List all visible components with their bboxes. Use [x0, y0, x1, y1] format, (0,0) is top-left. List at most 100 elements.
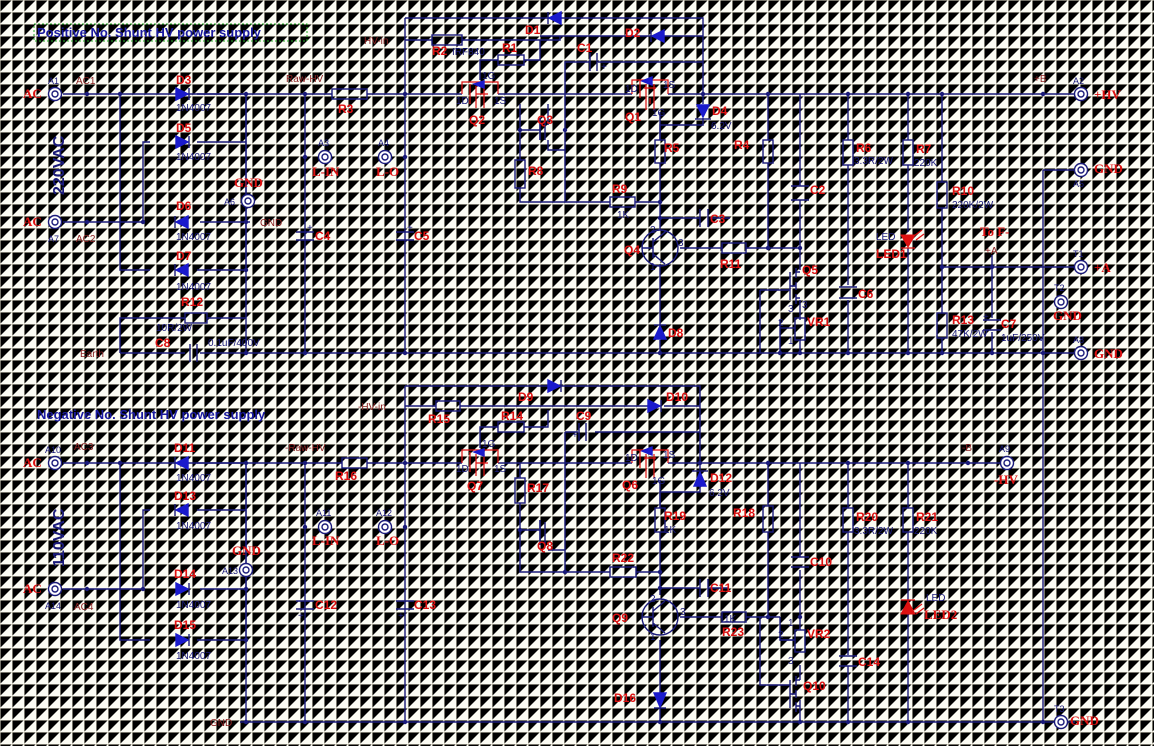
value-c8: 0.1uF/400V: [208, 338, 260, 349]
plus-a-label: +A: [1094, 260, 1111, 275]
l-o-label: L-O: [376, 164, 399, 179]
gnd-a8-label: GND: [1094, 346, 1123, 361]
r17-resistor: [514, 477, 526, 504]
r2-resistor: [431, 34, 463, 46]
svg-text:2: 2: [778, 630, 784, 641]
label-r22: R22: [612, 551, 634, 565]
positive-junctions: [84, 91, 1046, 356]
svg-text:+: +: [407, 223, 413, 234]
q4-transistor: 231: [641, 225, 684, 273]
label-q1: Q1: [625, 110, 641, 124]
value-r7: 220K: [914, 158, 938, 169]
r22-resistor: [609, 566, 637, 578]
label-r16: R16: [335, 469, 357, 483]
svg-text:+: +: [572, 430, 578, 441]
d5-diode: [175, 134, 190, 150]
port-a12: A12: [376, 508, 392, 518]
gnd-t2-label: GND: [1053, 308, 1082, 323]
c2-capacitor: [791, 185, 809, 201]
label-r13: R13: [952, 313, 974, 327]
label-c9: C9: [576, 409, 592, 423]
port-a13: A13: [222, 566, 238, 576]
c9-capacitor: +: [572, 423, 587, 441]
port-a14: A14: [45, 601, 61, 611]
label-c3: C3: [710, 212, 726, 226]
v220-label: 220VAC: [51, 135, 68, 195]
port-a7: A7: [48, 234, 59, 244]
label-d11: D11: [174, 441, 196, 455]
led2-tag: LED: [926, 593, 945, 604]
label-c8: C8: [155, 336, 171, 350]
svg-text:2: 2: [650, 594, 656, 605]
led-tag: LED: [876, 232, 895, 243]
net-ac3: AC3: [74, 442, 94, 453]
svg-text:1G: 1G: [482, 439, 496, 450]
c10-capacitor: [791, 556, 809, 568]
value-r13: 47K/2W: [952, 329, 988, 340]
c11-capacitor: [699, 579, 709, 597]
hv-label: +HV: [1094, 87, 1122, 102]
net-plus-b: +B: [1034, 74, 1047, 85]
r13-resistor: [936, 312, 948, 339]
net-neg-raw-hv: -Raw-HV: [285, 443, 326, 454]
label-r7: R7: [916, 142, 932, 156]
label-r2: R2: [432, 44, 448, 58]
label-d8: D8: [668, 326, 684, 340]
net-ac4: AC4: [74, 602, 94, 613]
svg-text:2: 2: [778, 318, 784, 329]
label-c6: C6: [858, 287, 874, 301]
r10-resistor: [936, 181, 948, 209]
svg-text:1G: 1G: [652, 476, 666, 487]
label-r1: R1: [502, 41, 518, 55]
neg-l-in-label: L-IN: [312, 533, 340, 548]
c14-capacitor: [839, 655, 857, 667]
r12-resistor: [184, 312, 208, 324]
d15-diode: [175, 632, 190, 648]
d14-diode: [175, 581, 190, 597]
svg-text:1S: 1S: [663, 80, 676, 91]
label-d13: D13: [174, 489, 196, 503]
value-d12: 6.2V: [709, 488, 730, 499]
svg-text:1D: 1D: [456, 464, 469, 475]
label-q6: Q6: [622, 478, 638, 492]
value-d14: 1N4007: [176, 600, 211, 611]
port-a11: A11: [316, 508, 331, 518]
port-a6: A6: [224, 197, 235, 207]
port-a1: A1: [48, 76, 59, 86]
label-q5: Q5: [802, 263, 818, 277]
r6-resistor: [842, 139, 854, 166]
d12-zener: [692, 470, 708, 487]
label-r11: R11: [720, 257, 742, 271]
label-c5: C5: [414, 229, 430, 243]
r11-resistor: [721, 242, 747, 254]
label-d14: D14: [174, 567, 196, 581]
value-c7: 1uF/250V: [1001, 333, 1045, 344]
svg-text:1S: 1S: [494, 464, 507, 475]
label-r18: R18: [733, 506, 755, 520]
q3-transistor: [539, 118, 546, 140]
d16-diode: [652, 692, 668, 709]
label-r4: R4: [734, 138, 750, 152]
gnd-t3-label: GND: [1070, 713, 1099, 728]
positive-title: Positive No. Shunt HV power supply: [37, 25, 262, 40]
q9-transistor: 231: [641, 594, 686, 643]
port-a9: A9: [999, 444, 1010, 454]
label-r5: R5: [664, 141, 680, 155]
label-c4: C4: [315, 229, 331, 243]
port-a4: A4: [378, 138, 389, 148]
label-r8: R8: [528, 164, 544, 178]
label-d4: D4: [712, 104, 728, 118]
positive-labels: AC AC A1 A7 AC1 AC2 D3 1N4007 D5 1N4007 …: [23, 23, 1123, 361]
svg-text:1: 1: [650, 262, 656, 273]
r18-resistor: [762, 505, 774, 533]
r15-resistor: [435, 400, 461, 412]
c6-capacitor: [839, 286, 857, 299]
svg-text:1G: 1G: [652, 108, 666, 119]
label-r23: R23: [722, 625, 744, 639]
neg-ac-top-label: AC: [23, 455, 42, 470]
r20-resistor: [842, 507, 854, 533]
to-f-label: To F-: [980, 224, 1010, 239]
svg-text:+: +: [398, 611, 404, 622]
